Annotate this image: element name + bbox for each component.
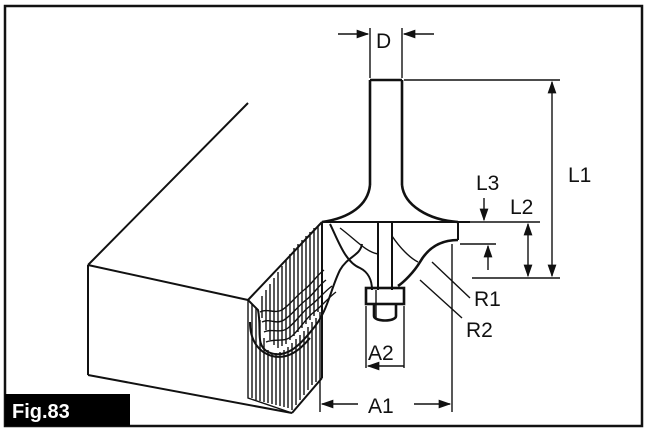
label-a2: A2 bbox=[368, 342, 394, 365]
figure-caption-badge bbox=[5, 394, 130, 426]
routed-profile-hatching bbox=[247, 226, 363, 414]
label-d: D bbox=[376, 30, 391, 53]
workpiece bbox=[87, 102, 470, 414]
dimension-lines bbox=[319, 28, 560, 412]
figure-frame bbox=[3, 4, 644, 428]
label-r1: R1 bbox=[474, 288, 501, 311]
label-a1: A1 bbox=[368, 395, 394, 418]
label-r2: R2 bbox=[466, 319, 493, 342]
label-l1: L1 bbox=[568, 164, 591, 187]
figure-caption: Fig.83 bbox=[12, 401, 70, 423]
label-l2: L2 bbox=[510, 196, 533, 219]
router-bit bbox=[321, 78, 459, 322]
label-l3: L3 bbox=[476, 172, 499, 195]
